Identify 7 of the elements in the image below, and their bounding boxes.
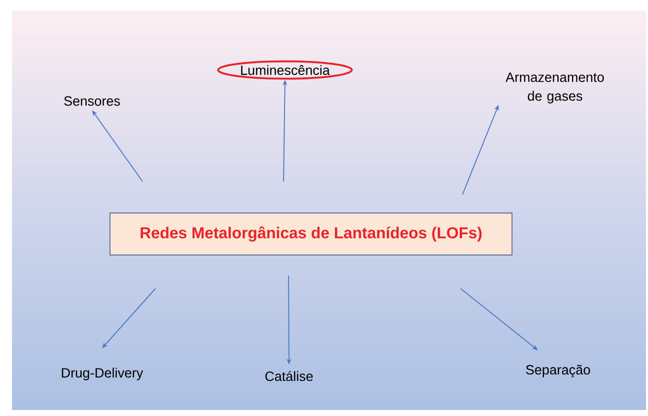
topic-label: Sensores (64, 96, 120, 106)
topic-label: Separação (526, 364, 590, 378)
highlighted-topic: Luminescência (217, 60, 353, 80)
topic-label: Catálise (265, 370, 313, 382)
topic-label: Armazenamento de gases (506, 72, 604, 104)
topic-label: Drug-Delivery (62, 368, 144, 380)
title-box: Redes Metalorgânicas de Lantanídeos (LOFs) (110, 212, 512, 256)
